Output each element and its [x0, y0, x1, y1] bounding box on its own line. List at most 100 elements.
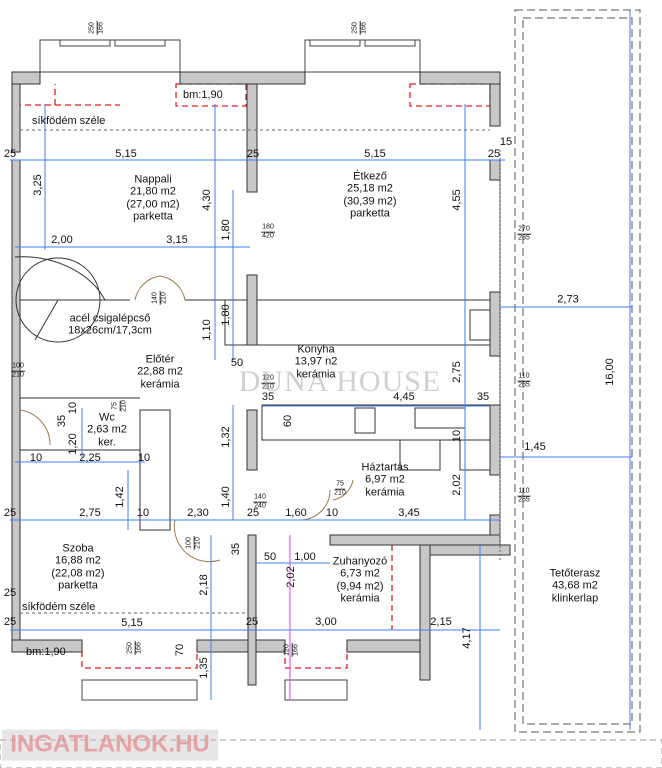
note-slab-edge-bottom: síkfödém széle — [22, 600, 96, 613]
opening-height: 210 — [120, 400, 128, 412]
dimension: 1,45 — [524, 440, 546, 453]
room-area: 2,63 m2 — [87, 423, 127, 436]
dimension: 15 — [499, 135, 513, 148]
dimension: 10 — [137, 451, 151, 464]
dimension: 60 — [281, 414, 294, 428]
dimension: 1,35 — [197, 657, 210, 679]
spiral-stair — [14, 256, 130, 343]
opening-width: 140 — [151, 291, 161, 305]
dimension: 1,80 — [219, 304, 232, 326]
room-name: acél csigalépcső — [69, 312, 151, 325]
room-name: Wc — [99, 411, 115, 424]
dimension: 1,42 — [113, 486, 126, 508]
dimension: 3,45 — [398, 506, 420, 519]
dimension: 2,30 — [187, 506, 209, 519]
room-area: 16,88 m2 — [55, 554, 101, 567]
dimension: 10 — [325, 506, 339, 519]
room-name: Konyha — [297, 343, 335, 356]
dimension-lines — [10, 10, 632, 730]
room-area: 22,88 m2 — [137, 365, 183, 378]
terrace-edge — [0, 739, 662, 768]
room-name: Szoba — [62, 542, 94, 555]
opening-width: 110 — [517, 372, 531, 382]
opening-height: 166 — [97, 22, 105, 34]
room-floor: kerámia — [365, 486, 405, 499]
dimension: 35 — [476, 390, 490, 403]
dimension: 25 — [487, 147, 501, 160]
opening-width: 250 — [126, 641, 136, 655]
dimension: 25 — [246, 147, 260, 160]
dimension: 25 — [3, 615, 17, 628]
dimension: 2,75 — [79, 506, 101, 519]
dimension: 2,75 — [450, 361, 463, 383]
dimension: 1,80 — [219, 219, 232, 241]
ingatlanok-watermark: INGATLANOK.HU — [2, 729, 218, 761]
room-floor: ker. — [98, 436, 116, 449]
dimension: 10 — [136, 506, 150, 519]
room-area: 13,97 n2 — [294, 355, 338, 368]
dimension: 70 — [173, 643, 186, 657]
walls — [11, 71, 511, 686]
room-gross-area: (9,94 m2) — [336, 580, 384, 592]
dimension: 2,02 — [450, 474, 463, 496]
dimension: 1,20 — [66, 433, 79, 455]
dimension: 50 — [263, 550, 277, 563]
dimension: 35 — [261, 390, 275, 403]
dimension: 3,25 — [31, 174, 44, 196]
opening-height: 166 — [360, 22, 368, 34]
opening-height: 210 — [194, 537, 202, 549]
interior-lines — [20, 180, 501, 531]
terrace-outline — [514, 9, 641, 733]
opening-height: 166 — [292, 644, 300, 656]
opening-width: 110 — [517, 487, 531, 497]
room-gross-area: (27,00 m2) — [126, 198, 180, 210]
room-area: 6,73 m2 — [340, 567, 380, 580]
opening-height: 210 — [334, 489, 346, 497]
dimension: 2,02 — [284, 566, 297, 588]
duna-house-watermark: DUNA HOUSE — [238, 365, 442, 399]
dormers — [39, 39, 421, 701]
opening-width: 100 — [185, 536, 195, 550]
opening-width: 140 — [253, 493, 267, 503]
opening-height: 210 — [160, 292, 168, 304]
room-name: Nappali — [134, 173, 172, 186]
opening-width: 250 — [351, 21, 361, 35]
dimension: 1,10 — [200, 319, 213, 341]
dimension: 4,17 — [460, 627, 473, 649]
room-name: Étkező — [353, 170, 387, 183]
opening-height: 240 — [254, 502, 266, 510]
dimension: 25 — [3, 147, 17, 160]
opening-width: 120 — [283, 643, 293, 657]
dimension: 4,30 — [200, 189, 213, 211]
dimension: 5,15 — [364, 147, 386, 160]
dimension: 10 — [450, 429, 463, 443]
dimension: 1,60 — [285, 506, 307, 519]
opening-height: 265 — [518, 381, 530, 389]
opening-width: 75 — [111, 401, 121, 411]
room-floor: kerámia — [340, 592, 380, 605]
room-floor: kerámia — [296, 368, 336, 381]
dimension: 35 — [229, 542, 242, 556]
room-gross-area: (30,39 m2) — [343, 195, 397, 207]
dimension: 3,00 — [315, 615, 337, 628]
opening-width: 180 — [261, 223, 275, 233]
